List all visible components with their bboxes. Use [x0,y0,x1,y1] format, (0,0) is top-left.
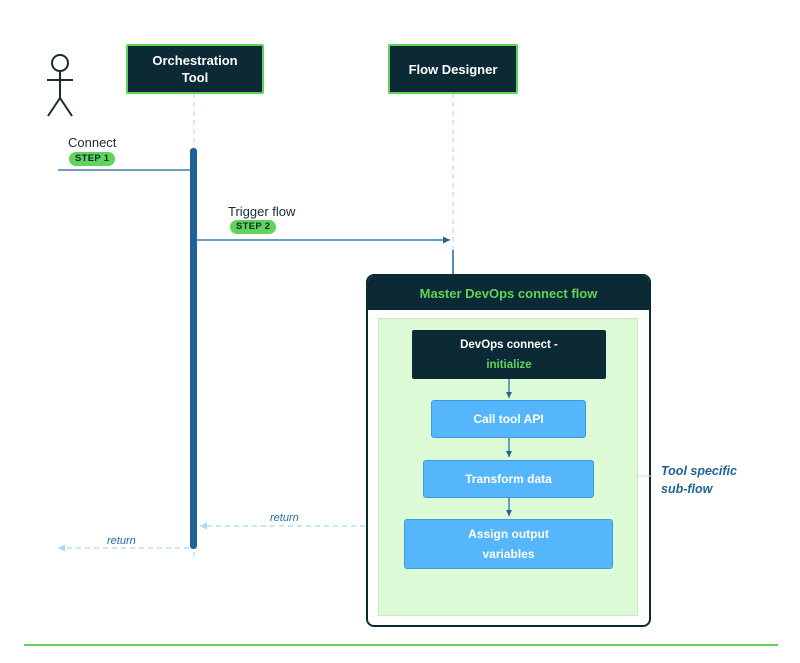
step-2-badge: STEP 2 [230,220,277,234]
orchestration-tool-box: Orchestration Tool [126,44,264,94]
assign-output-variables-step: Assign output variables [404,519,613,569]
orchestration-activation-bar [190,148,197,549]
devops-connect-line2: initialize [486,358,532,371]
orchestration-tool-label: Orchestration Tool [152,53,238,85]
call-tool-api-label: Call tool API [473,412,544,426]
tool-specific-subflow-note: Tool specific sub-flow [661,464,737,496]
return-to-user-label: return [107,535,136,547]
bottom-divider [24,644,778,646]
trigger-flow-label: Trigger flow [228,204,296,219]
transform-data-label: Transform data [465,472,552,486]
assign-output-variables-label: Assign output variables [468,527,549,561]
call-tool-api-step: Call tool API [431,400,586,438]
return-to-tool-label: return [270,512,299,524]
step-1-badge: STEP 1 [69,152,116,166]
devops-connect-initialize-step: DevOps connect - initialize [412,330,606,379]
devops-connect-line1: DevOps connect - [460,338,558,351]
master-flow-title: Master DevOps connect flow [368,276,649,310]
flow-designer-box: Flow Designer [388,44,518,94]
flow-designer-label: Flow Designer [408,61,498,77]
stick-figure-icon [47,54,73,117]
connect-label: Connect [68,135,117,150]
transform-data-step: Transform data [423,460,594,498]
